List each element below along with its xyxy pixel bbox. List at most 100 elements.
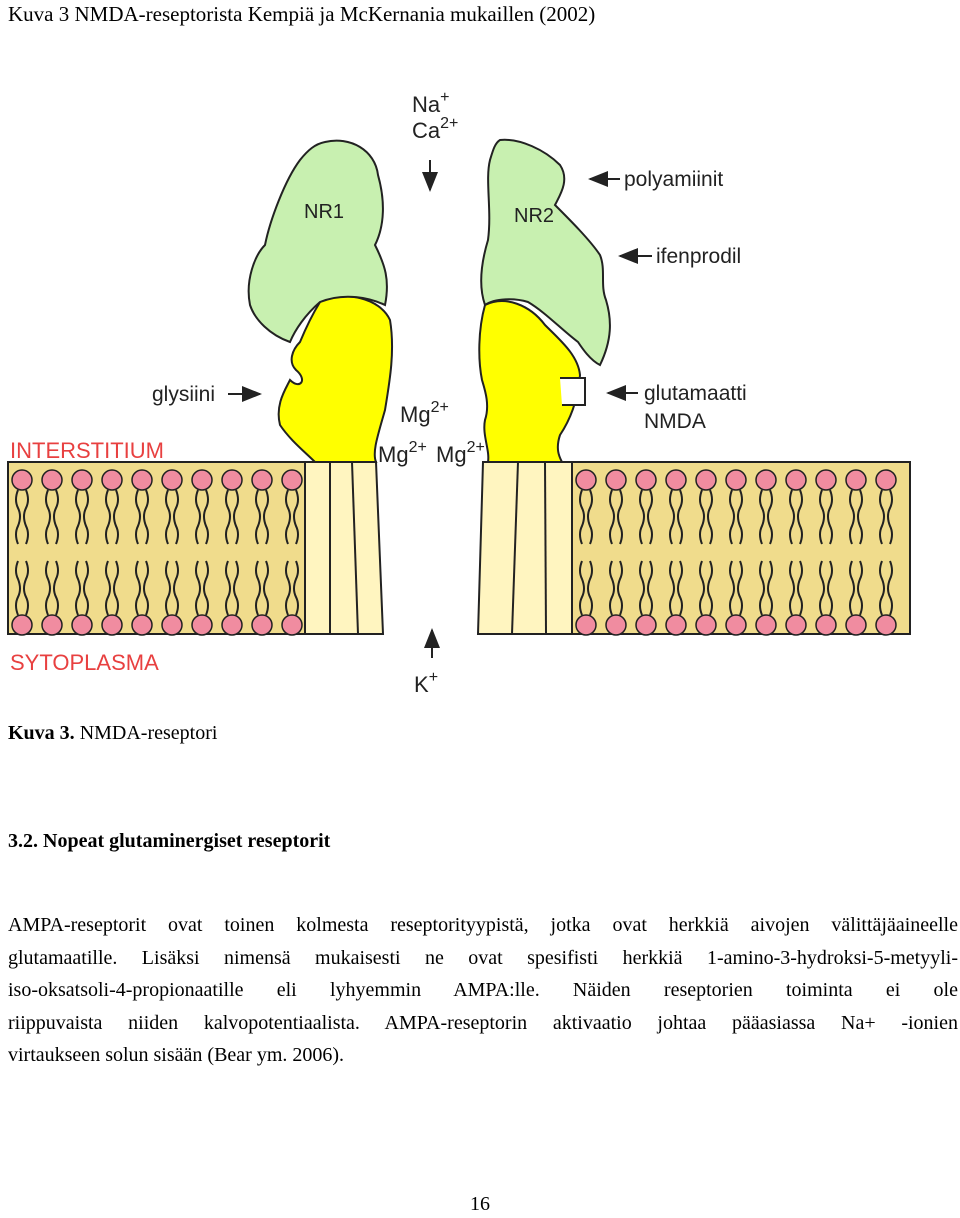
lipid-tail bbox=[285, 560, 299, 616]
lipid-tail bbox=[225, 560, 239, 616]
lipid-head bbox=[725, 469, 747, 491]
nr2-extracellular-domain bbox=[480, 138, 611, 367]
cytoplasm-label: SYTOPLASMA bbox=[10, 650, 159, 675]
lipid-tail bbox=[165, 489, 179, 545]
lipid-head bbox=[845, 614, 867, 636]
lipid-tail bbox=[15, 560, 29, 616]
lipid-heads bbox=[11, 469, 897, 636]
body-paragraph: AMPA-reseptorit ovat toinen kolmesta res… bbox=[8, 909, 958, 1072]
nr2-binding-notch bbox=[560, 377, 586, 406]
figure-caption-text: NMDA-reseptori bbox=[74, 722, 218, 744]
lipid-tail bbox=[609, 489, 623, 545]
lipid-tail bbox=[285, 489, 299, 545]
lipid-head bbox=[281, 614, 303, 636]
lipid-tail bbox=[849, 489, 863, 545]
lipid-tail bbox=[195, 489, 209, 545]
figure-caption-number: Kuva 3. bbox=[8, 722, 75, 744]
lipid-tail bbox=[255, 489, 269, 545]
page-number: 16 bbox=[470, 1193, 490, 1215]
lipid-head bbox=[11, 469, 33, 491]
lipid-head bbox=[41, 469, 63, 491]
lipid-tail bbox=[699, 489, 713, 545]
nmda-receptor-figure: Na+ Ca2+ NR1 NR2 polyamiinit ifenprodil … bbox=[7, 89, 911, 697]
lipid-tail bbox=[879, 560, 893, 616]
mg-label-1: Mg2+ bbox=[400, 399, 449, 427]
lipid-head bbox=[575, 469, 597, 491]
nr1-binding-domain bbox=[277, 295, 394, 463]
lipid-tail bbox=[789, 560, 803, 616]
body-line: glutamaatille. Lisäksi nimensä mukaisest… bbox=[8, 946, 958, 969]
mg-label-2: Mg2+ bbox=[378, 439, 427, 467]
lipid-head bbox=[755, 469, 777, 491]
subunit-nr2-label: NR2 bbox=[514, 205, 554, 227]
channel-right-half bbox=[476, 461, 573, 635]
lipid-head bbox=[815, 469, 837, 491]
channel-left-divider-2 bbox=[351, 461, 359, 635]
lipid-head bbox=[221, 614, 243, 636]
lipid-head bbox=[191, 614, 213, 636]
lipid-head bbox=[785, 469, 807, 491]
lipid-tail bbox=[759, 489, 773, 545]
lipid-head bbox=[101, 614, 123, 636]
channel-right-divider-1 bbox=[511, 461, 519, 635]
lipid-tail bbox=[135, 489, 149, 545]
lipid-tail bbox=[75, 560, 89, 616]
subunit-nr1-label: NR1 bbox=[304, 201, 344, 223]
lipid-head bbox=[221, 469, 243, 491]
lipid-head bbox=[695, 469, 717, 491]
lipid-tail bbox=[579, 560, 593, 616]
lipid-tail bbox=[819, 560, 833, 616]
lipid-tail bbox=[729, 489, 743, 545]
lipid-head bbox=[191, 469, 213, 491]
nr1-extracellular-domain bbox=[247, 139, 388, 344]
polyamines-label: polyamiinit bbox=[624, 168, 723, 191]
figure-caption: Kuva 3. NMDA-reseptori bbox=[8, 719, 217, 747]
lipid-head bbox=[101, 469, 123, 491]
lipid-head bbox=[605, 614, 627, 636]
lipid-head bbox=[575, 614, 597, 636]
lipid-head bbox=[71, 614, 93, 636]
lipid-head bbox=[725, 614, 747, 636]
lipid-head bbox=[875, 469, 897, 491]
lipid-tail bbox=[75, 489, 89, 545]
lipid-head bbox=[131, 614, 153, 636]
ifenprodil-label: ifenprodil bbox=[656, 245, 741, 268]
lipid-tail bbox=[729, 560, 743, 616]
glutamate-label: glutamaatti bbox=[644, 382, 747, 405]
mg-label-3: Mg2+ bbox=[436, 439, 485, 467]
lipid-tail bbox=[669, 489, 683, 545]
lipid-tail bbox=[255, 560, 269, 616]
lipid-tail bbox=[105, 560, 119, 616]
lipid-head bbox=[845, 469, 867, 491]
body-line: AMPA-reseptorit ovat toinen kolmesta res… bbox=[8, 914, 958, 936]
lipid-tail bbox=[165, 560, 179, 616]
lipid-head bbox=[11, 614, 33, 636]
lipid-head bbox=[605, 469, 627, 491]
lipid-tail bbox=[45, 560, 59, 616]
lipid-tail bbox=[759, 560, 773, 616]
lipid-head bbox=[665, 614, 687, 636]
lipid-head bbox=[635, 469, 657, 491]
lipid-head bbox=[281, 469, 303, 491]
lipid-tail bbox=[135, 560, 149, 616]
lipid-head bbox=[251, 614, 273, 636]
ion-na-label: Na+ bbox=[412, 89, 449, 117]
body-line: riippuvaista niiden kalvopotentiaalista.… bbox=[8, 1011, 958, 1034]
lipid-tail bbox=[849, 560, 863, 616]
lipid-tails bbox=[15, 489, 893, 616]
figure-source-caption: Kuva 3 NMDA-reseptorista Kempiä ja McKer… bbox=[8, 2, 596, 26]
lipid-tail bbox=[15, 489, 29, 545]
lipid-head bbox=[695, 614, 717, 636]
lipid-head bbox=[161, 614, 183, 636]
nmda-label: NMDA bbox=[644, 410, 706, 433]
lipid-head bbox=[635, 614, 657, 636]
glycine-label: glysiini bbox=[152, 383, 215, 406]
lipid-head bbox=[755, 614, 777, 636]
lipid-head bbox=[251, 469, 273, 491]
ion-ca-label: Ca2+ bbox=[412, 115, 458, 143]
lipid-tail bbox=[225, 489, 239, 545]
section-heading: 3.2. Nopeat glutaminergiset reseptorit bbox=[8, 830, 331, 852]
channel-left-half bbox=[304, 461, 385, 635]
lipid-tail bbox=[699, 560, 713, 616]
lipid-tail bbox=[45, 489, 59, 545]
